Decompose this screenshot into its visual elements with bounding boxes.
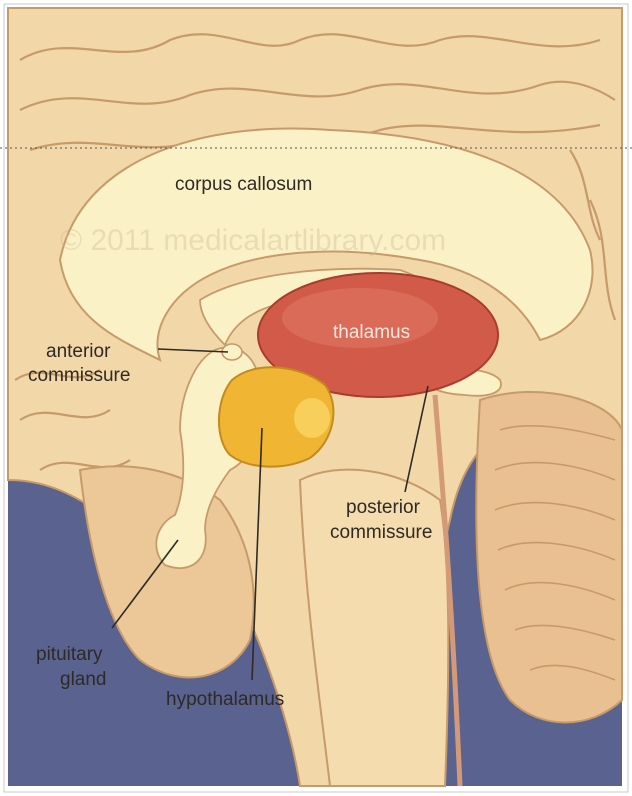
leader-pituitary-gland (111, 539, 179, 629)
label-posterior-commissure-line1: posterior (346, 497, 421, 518)
hypothalamus-highlight (294, 398, 330, 438)
watermark: © 2011 medicalartlibrary.com (60, 224, 446, 257)
hypothalamus-shape (218, 366, 335, 468)
label-corpus-callosum: corpus callosum (175, 174, 312, 195)
label-thalamus: thalamus (333, 322, 410, 343)
label-anterior-commissure-line2: commissure (28, 365, 130, 386)
label-anterior-commissure-line1: anterior (46, 341, 111, 362)
leader-anterior-commissure (157, 348, 229, 353)
label-hypothalamus: hypothalamus (166, 689, 284, 710)
leader-hypothalamus (251, 427, 263, 681)
leader-posterior-commissure (404, 385, 429, 493)
thalamus-highlight (282, 288, 438, 348)
label-pituitary-gland-line1: pituitary (36, 644, 103, 665)
label-posterior-commissure-line2: commissure (330, 522, 432, 543)
cerebral-aqueduct (432, 394, 463, 787)
brainstem (298, 468, 450, 787)
corpus-callosum-shape (58, 127, 594, 362)
label-pituitary-gland-line2: gland (60, 669, 107, 690)
cerebellum (475, 391, 623, 724)
